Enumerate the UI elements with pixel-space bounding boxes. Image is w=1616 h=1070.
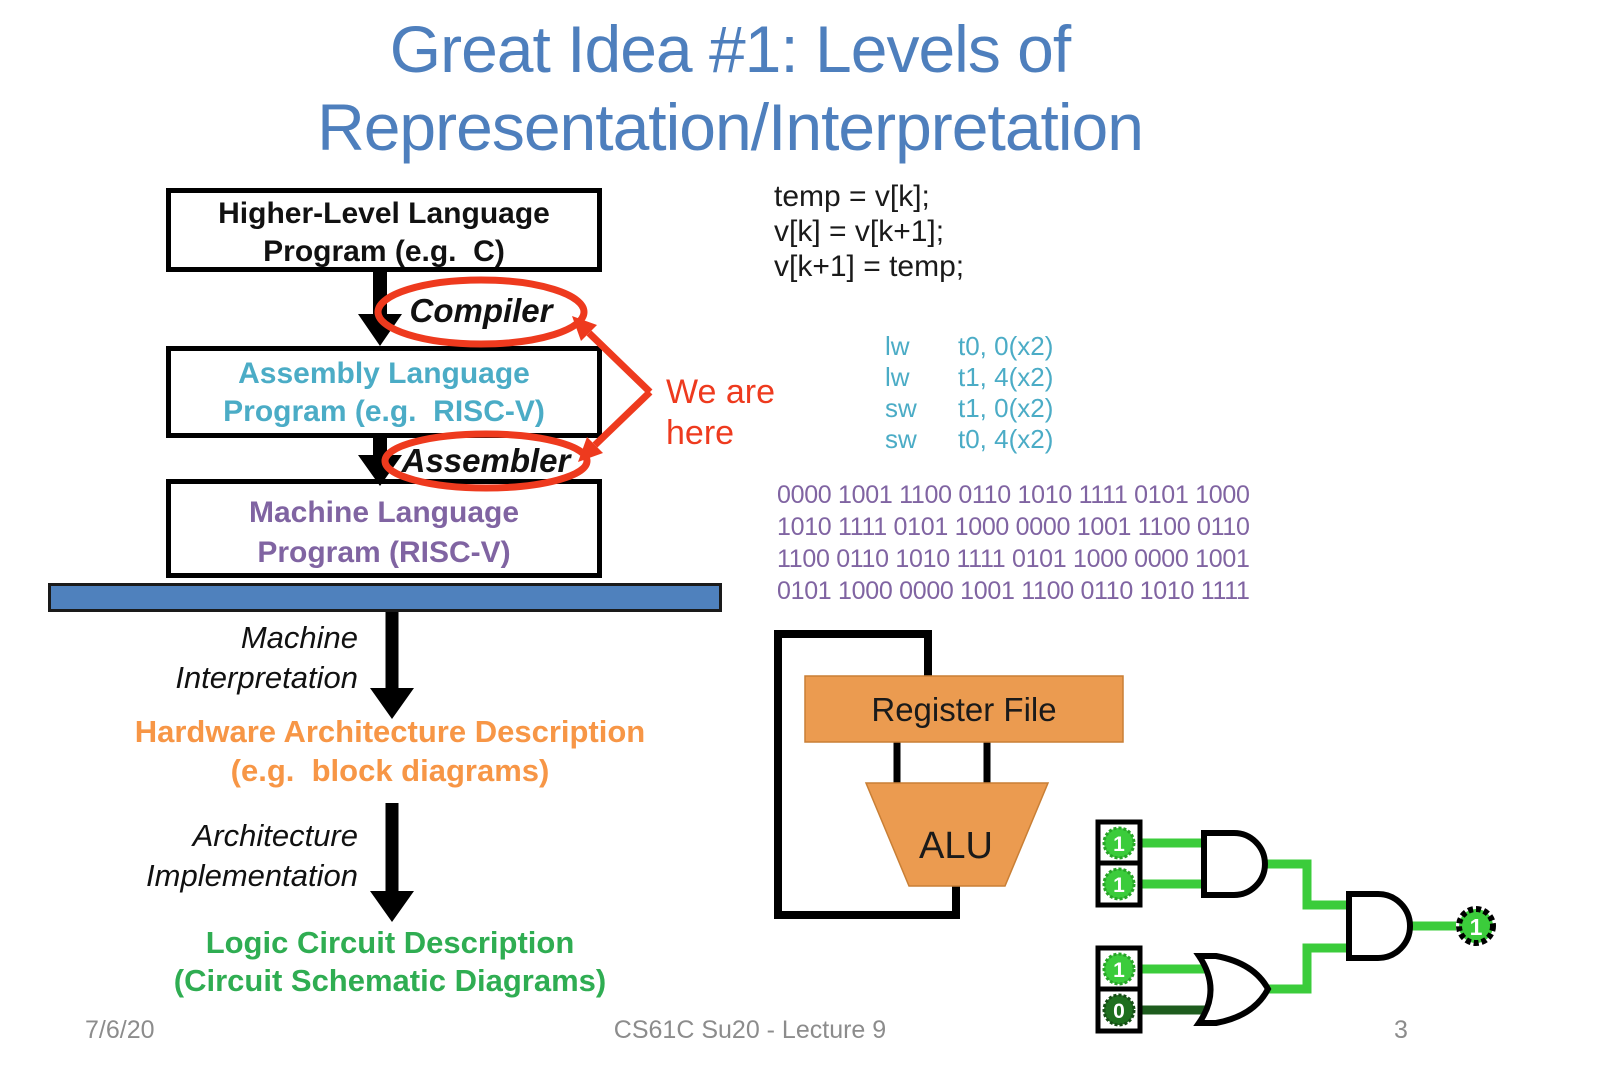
asm-opcode: lw <box>885 331 910 361</box>
footer-page-number: 3 <box>1394 1016 1408 1044</box>
logic-circuit-description-label: Logic Circuit Description (Circuit Schem… <box>60 924 720 1000</box>
binary-line: 1010 1111 0101 1000 0000 1001 1100 0110 <box>777 513 1250 541</box>
assembly-code-snippet: lw t0, 0(x2) lw t1, 4(x2) sw t1, 0(x2) sw t0… <box>885 331 1053 455</box>
footer-date: 7/6/20 <box>85 1016 155 1044</box>
platform-bar <box>48 583 722 612</box>
architecture-implementation-label: Architecture Implementation <box>60 816 358 896</box>
asm-args: t0, 0(x2) <box>958 331 1054 361</box>
asm-row: sw t1, 0(x2) <box>885 393 1053 424</box>
machine-code-binary: 0000 1001 1100 0110 1010 1111 0101 1000 … <box>777 479 1250 607</box>
box-machine-language: Machine Language Program (RISC-V) <box>166 479 602 578</box>
architecture-implementation-line2: Implementation <box>146 858 358 893</box>
datapath-loop-wire <box>774 630 960 919</box>
c-code-snippet: temp = v[k]; v[k] = v[k+1]; v[k+1] = tem… <box>774 179 964 284</box>
we-are-here-line1: We are <box>666 373 775 411</box>
we-are-here-line2: here <box>666 414 735 452</box>
c-code-line: temp = v[k]; <box>774 180 930 213</box>
box-hll-line2: Program (e.g. C) <box>263 235 505 268</box>
compiler-label: Compiler <box>409 292 553 329</box>
assembler-label: Assembler <box>401 442 571 479</box>
box-ml-line1: Machine Language <box>248 496 520 529</box>
alu-block <box>864 782 1050 887</box>
machine-interpretation-label: Machine Interpretation <box>60 618 358 698</box>
input-value-circle <box>1102 952 1136 986</box>
asm-row: sw t0, 4(x2) <box>885 424 1053 455</box>
slide-title-line1: Great Idea #1: Levels of <box>389 12 1071 86</box>
box-higher-level-language: Higher-Level Language Program (e.g. C) <box>166 188 602 272</box>
slide-title: Great Idea #1: Levels of Representation/… <box>0 10 1460 166</box>
input-value-circle <box>1102 826 1136 860</box>
register-file-label: Register File <box>871 691 1056 728</box>
box-hll-line1: Higher-Level Language <box>218 197 550 230</box>
hardware-desc-line1: Hardware Architecture Description <box>134 714 646 749</box>
c-code-line: v[k] = v[k+1]; <box>774 215 945 248</box>
down-arrow <box>370 803 414 922</box>
asm-row: lw t1, 4(x2) <box>885 362 1053 393</box>
asm-args: t1, 4(x2) <box>958 362 1054 392</box>
hardware-desc-line2: (e.g. block diagrams) <box>230 753 550 788</box>
box-asm-line2: Program (e.g. RISC-V) <box>223 395 545 428</box>
or-input-1-value: 1 <box>1113 959 1125 982</box>
logic-desc-line2: (Circuit Schematic Diagrams) <box>173 963 607 998</box>
and-gate <box>1201 830 1268 898</box>
footer-course: CS61C Su20 - Lecture 9 <box>613 1016 887 1044</box>
asm-row: lw t0, 0(x2) <box>885 331 1053 362</box>
c-code-line: v[k+1] = temp; <box>774 250 965 283</box>
register-file-block <box>804 675 1124 743</box>
logic-wires <box>1140 838 1456 994</box>
architecture-implementation-line1: Architecture <box>192 818 358 853</box>
output-value-circle <box>1456 906 1496 946</box>
and-input-2-value: 1 <box>1113 874 1125 897</box>
we-are-here-annotation: We are here <box>666 372 826 454</box>
machine-interpretation-line2: Interpretation <box>175 660 358 695</box>
logic-desc-line1: Logic Circuit Description <box>205 925 575 960</box>
input-value-circle <box>1102 867 1136 901</box>
asm-args: t0, 4(x2) <box>958 424 1054 454</box>
or-gate <box>1193 953 1272 1026</box>
asm-opcode: sw <box>885 424 917 454</box>
asm-opcode: sw <box>885 393 917 423</box>
binary-line: 0101 1000 0000 1001 1100 0110 1010 1111 <box>777 577 1250 605</box>
alu-label: ALU <box>919 825 993 867</box>
asm-opcode: lw <box>885 362 910 392</box>
down-arrow <box>370 612 414 719</box>
binary-line: 0000 1001 1100 0110 1010 1111 0101 1000 <box>777 481 1250 509</box>
box-ml-line2: Program (RISC-V) <box>257 536 511 569</box>
binary-line: 1100 0110 1010 1111 0101 1000 0000 1001 <box>777 545 1250 573</box>
asm-args: t1, 0(x2) <box>958 393 1054 423</box>
and-gate <box>1346 891 1413 961</box>
box-assembly-language: Assembly Language Program (e.g. RISC-V) <box>166 346 602 438</box>
box-asm-line1: Assembly Language <box>238 357 530 390</box>
output-value: 1 <box>1470 914 1483 940</box>
and-input-1-value: 1 <box>1113 833 1125 856</box>
slide-title-line2: Representation/Interpretation <box>317 90 1144 164</box>
machine-interpretation-line1: Machine <box>240 620 358 655</box>
hardware-architecture-description-label: Hardware Architecture Description (e.g. … <box>60 712 720 790</box>
gate-input-boxes <box>1095 819 1143 1034</box>
